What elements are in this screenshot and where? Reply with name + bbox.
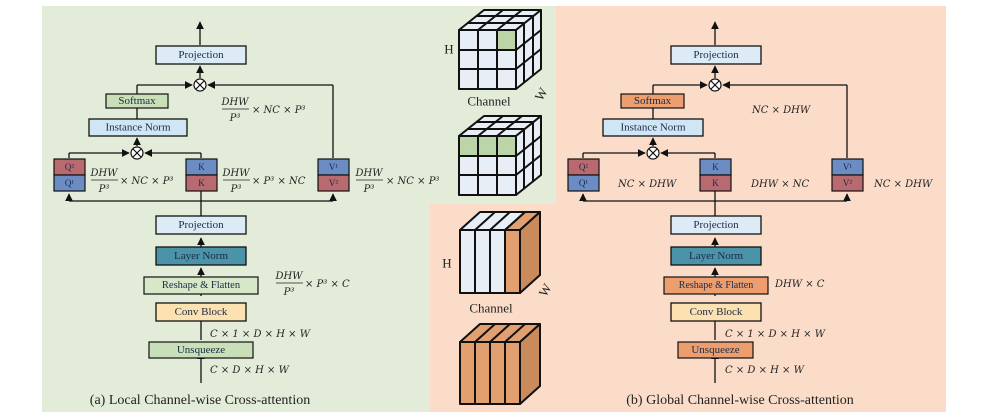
local-dim-k: DHW P³ × P³ × NC [221,168,305,195]
cube-local-2 [458,115,542,196]
global-projection-bottom: Projection [670,215,762,235]
svg-text:Q²: Q² [65,162,74,172]
local-dim-reshape: DHW P³ × P³ × C [274,271,350,298]
svg-text:DHW: DHW [89,168,118,179]
global-conv-block: Conv Block [670,302,762,322]
svg-text:Layer Norm: Layer Norm [689,250,744,262]
local-q-block: Q² Q¹ [53,158,86,192]
global-diagram [579,21,851,383]
global-multiply-bottom [646,146,660,160]
svg-text:P³: P³ [363,184,375,195]
svg-text:Projection: Projection [693,219,739,231]
local-k-block: K K [185,158,218,192]
cube-global-channel-label: Channel [469,301,513,316]
svg-text:P³: P³ [229,113,241,124]
global-instance-norm: Instance Norm [602,118,704,137]
svg-text:× P³ × NC: × P³ × NC [252,176,306,187]
svg-text:Reshape & Flatten: Reshape & Flatten [162,280,241,291]
global-k-block: K K [699,158,732,192]
svg-text:DHW: DHW [354,168,383,179]
global-unsqueeze: Unsqueeze [677,341,754,359]
local-multiply-top [193,78,207,92]
cube-local-1 [458,9,542,90]
svg-text:K: K [198,162,205,172]
svg-text:V¹: V¹ [329,162,338,172]
local-softmax: Softmax [105,93,169,109]
svg-text:Layer Norm: Layer Norm [174,250,229,262]
svg-text:P³: P³ [98,184,110,195]
local-dim-attn-out: DHW P³ × NC × P³ [220,97,305,124]
local-layer-norm: Layer Norm [155,246,247,266]
svg-text:× P³ × C: × P³ × C [305,279,350,290]
local-dim-v: DHW P³ × NC × P³ [354,168,439,195]
local-dim-q: DHW P³ × NC × P³ [89,168,173,195]
local-caption: (a) Local Channel-wise Cross-attention [90,393,310,408]
panel-global [430,6,946,412]
local-dim-input: C × D × H × W [210,365,290,376]
svg-text:Q²: Q² [579,162,588,172]
svg-text:K: K [712,178,719,188]
cube-global-h-label: H [442,256,451,271]
svg-text:Q¹: Q¹ [579,178,588,188]
global-dim-attn-out: NC × DHW [751,105,811,116]
svg-text:Projection: Projection [693,49,739,61]
svg-text:V²: V² [329,178,338,188]
svg-text:Instance Norm: Instance Norm [105,122,171,134]
cube-global-1 [459,211,541,294]
svg-text:Instance Norm: Instance Norm [620,122,686,134]
svg-text:Unsqueeze: Unsqueeze [177,344,225,356]
local-projection-bottom: Projection [155,215,247,235]
global-q-block: Q² Q¹ [567,158,600,192]
cube-local-h-label: H [444,42,453,57]
global-dim-input: C × D × H × W [725,365,805,376]
svg-text:DHW: DHW [274,271,303,282]
local-projection-top: Projection [155,45,247,65]
cube-local-channel-label: Channel [467,94,511,109]
local-unsqueeze: Unsqueeze [148,341,254,359]
global-caption: (b) Global Channel-wise Cross-attention [626,393,853,408]
local-conv-block: Conv Block [155,302,247,322]
global-dim-v: NC × DHW [873,179,933,190]
local-reshape-flatten: Reshape & Flatten [143,276,259,295]
svg-text:Q¹: Q¹ [65,178,74,188]
svg-text:× NC × P³: × NC × P³ [120,176,173,187]
svg-text:Projection: Projection [178,49,224,61]
global-v-block: V¹ V² [831,158,864,192]
svg-text:Reshape & Flatten: Reshape & Flatten [679,280,753,291]
cube-global-2 [459,323,541,405]
global-multiply-top [708,78,722,92]
svg-text:× NC × P³: × NC × P³ [252,105,305,116]
svg-text:Projection: Projection [178,219,224,231]
global-projection-top: Projection [670,45,762,65]
global-reshape-flatten: Reshape & Flatten [663,276,769,295]
global-dim-reshape: DHW × C [774,279,825,290]
svg-text:K: K [712,162,719,172]
svg-text:P³: P³ [283,287,295,298]
global-dim-conv-in: C × 1 × D × H × W [725,329,826,340]
svg-text:Conv Block: Conv Block [690,306,743,318]
global-dim-k: DHW × NC [750,179,810,190]
svg-text:Softmax: Softmax [118,95,156,107]
local-multiply-bottom [130,146,144,160]
svg-text:P³: P³ [230,184,242,195]
svg-text:DHW: DHW [220,97,249,108]
svg-text:DHW: DHW [221,168,250,179]
local-instance-norm: Instance Norm [88,118,188,137]
local-v-block: V¹ V² [317,158,350,192]
svg-text:V¹: V¹ [843,162,852,172]
svg-text:× NC × P³: × NC × P³ [386,176,439,187]
local-dim-conv-in: C × 1 × D × H × W [210,329,311,340]
svg-text:Conv Block: Conv Block [175,306,228,318]
svg-text:Softmax: Softmax [634,95,672,107]
global-layer-norm: Layer Norm [670,246,762,266]
svg-text:Unsqueeze: Unsqueeze [691,344,739,356]
global-softmax: Softmax [620,93,685,109]
svg-text:K: K [198,178,205,188]
global-dim-q: NC × DHW [617,179,677,190]
svg-text:V²: V² [843,178,852,188]
